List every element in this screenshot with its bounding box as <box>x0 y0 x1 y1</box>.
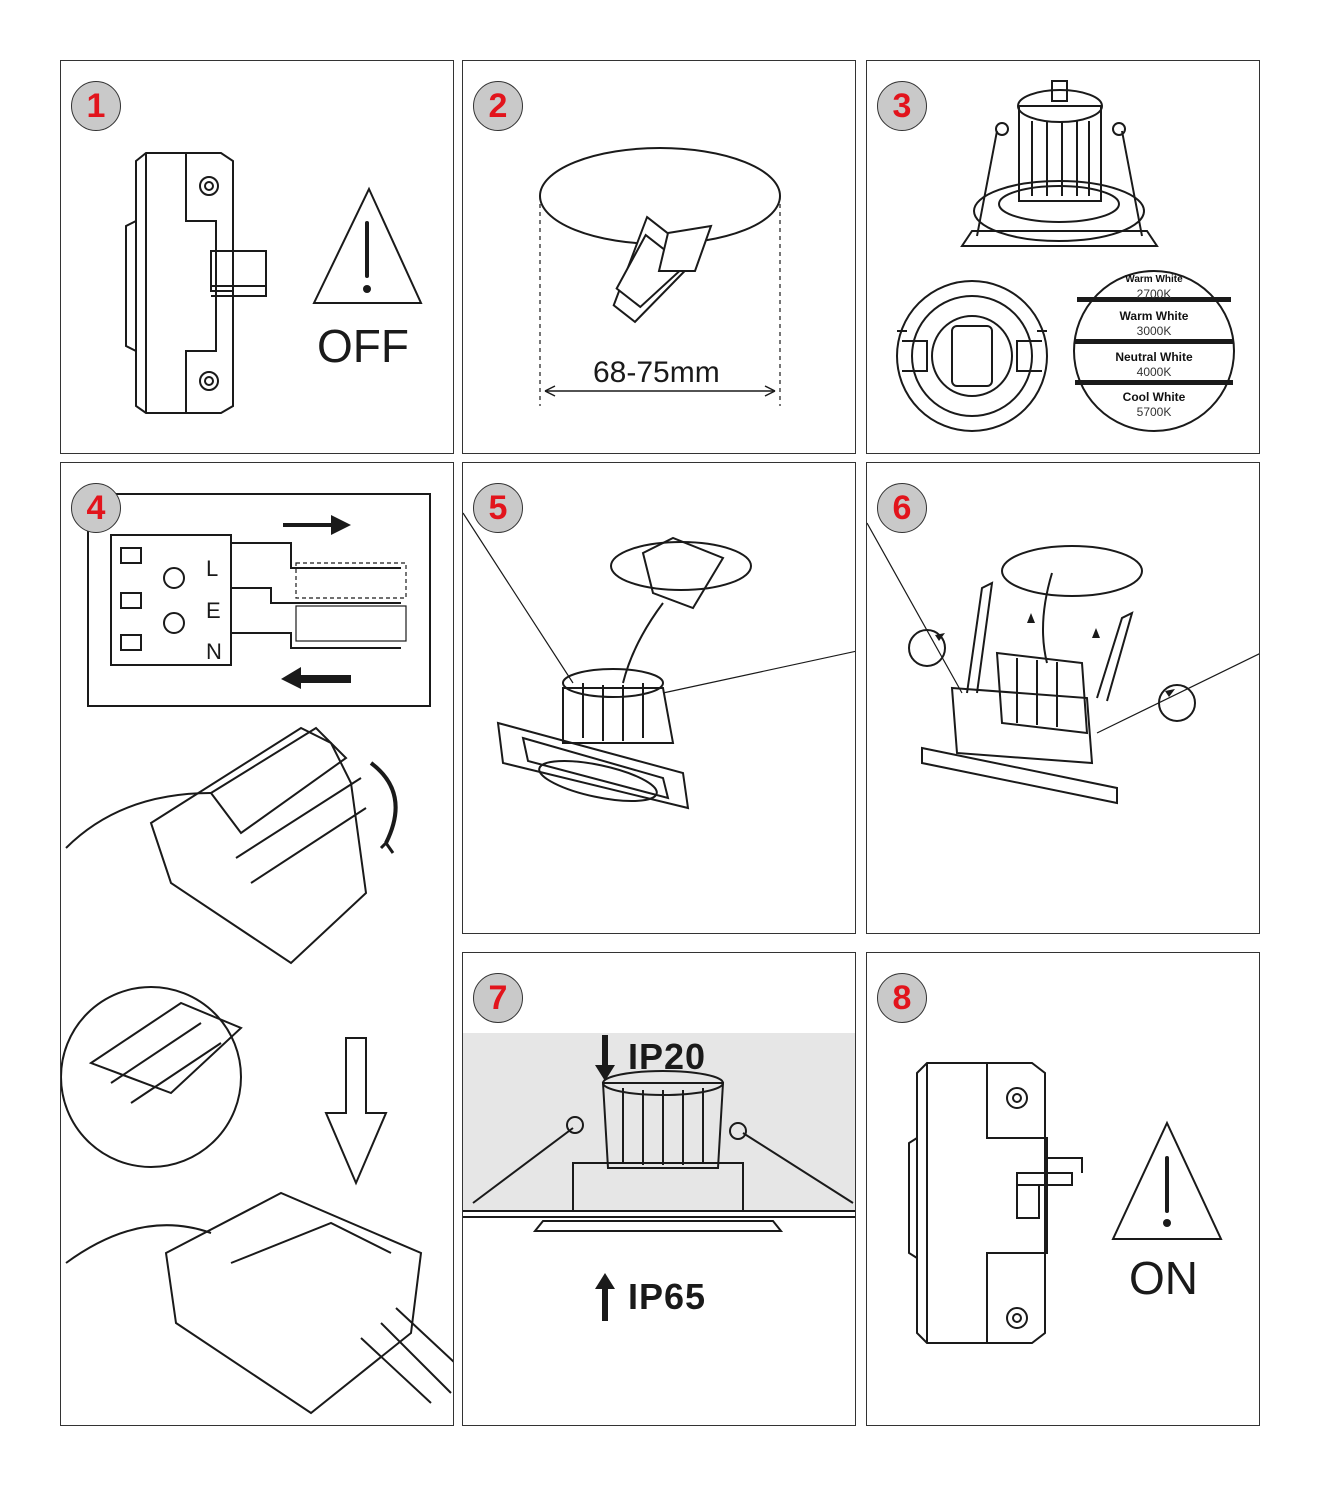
step-2-panel: 2 68-75mm <box>462 60 856 454</box>
step-7-number: 7 <box>488 979 508 1017</box>
circuit-breaker-icon <box>908 1062 1083 1344</box>
step-8-panel: 8 ON <box>866 952 1260 1426</box>
step-7-panel: 7 IP20 IP65 <box>462 952 856 1426</box>
cutout-diagram <box>539 147 781 406</box>
downlight-spring-clips <box>867 522 1259 805</box>
step-4-badge: 4 <box>71 483 121 533</box>
step-3-panel: 3 Warm White 2700K <box>866 60 1260 454</box>
color-option-1-temp: 2700K <box>1136 287 1172 301</box>
arrow-down-icon <box>595 1035 615 1081</box>
color-option-4-name: Cool White <box>1122 390 1186 404</box>
on-label: ON <box>1129 1252 1198 1304</box>
ip20-label: IP20 <box>628 1036 707 1077</box>
step-2-badge: 2 <box>473 81 523 131</box>
step-8-number: 8 <box>892 979 912 1017</box>
terminal-letter-n: N <box>206 639 222 664</box>
step-3-badge: 3 <box>877 81 927 131</box>
color-option-3-temp: 4000K <box>1136 365 1172 379</box>
off-label: OFF <box>317 320 409 372</box>
step-6-panel: 6 <box>866 462 1260 934</box>
step-6-number: 6 <box>892 489 912 527</box>
arrow-up-icon <box>595 1273 615 1321</box>
arrow-down-icon <box>324 1037 388 1186</box>
step-7-badge: 7 <box>473 973 523 1023</box>
arrow-left-icon <box>281 667 351 689</box>
color-option-1-name: Warm White <box>1125 274 1183 285</box>
step-1-number: 1 <box>86 87 106 125</box>
step-2-number: 2 <box>488 87 508 125</box>
step-5-number: 5 <box>488 489 508 527</box>
step-3-number: 3 <box>892 87 912 125</box>
circuit-breaker-icon <box>125 152 267 414</box>
color-option-2-temp: 3000K <box>1136 324 1172 338</box>
rear-view-unit <box>896 270 1235 432</box>
step-4-number: 4 <box>86 489 106 527</box>
wiring-diagram <box>87 493 431 707</box>
warning-triangle-icon <box>1111 1120 1223 1240</box>
step-1-panel: 1 OFF <box>60 60 454 454</box>
saw-icon <box>612 215 713 324</box>
color-options-disc <box>1073 270 1235 432</box>
step-4-panel: 4 L E N <box>60 462 454 1426</box>
terminal-letter-e: E <box>206 598 221 623</box>
terminal-letter-l: L <box>206 556 219 581</box>
color-option-2-name: Warm White <box>1119 309 1189 323</box>
arrow-right-icon <box>283 515 351 535</box>
warning-triangle-icon <box>312 186 423 304</box>
step-8-badge: 8 <box>877 973 927 1023</box>
rotate-icon <box>369 761 398 854</box>
cutout-dimension: 68-75mm <box>593 356 720 389</box>
color-option-4-temp: 5700K <box>1136 405 1172 419</box>
step-6-badge: 6 <box>877 483 927 533</box>
connector-box-illustrations <box>61 726 453 1415</box>
step-5-badge: 5 <box>473 483 523 533</box>
downlight-insertion <box>463 512 855 810</box>
ip-rating-diagram <box>463 1033 855 1321</box>
downlight-unit <box>960 80 1159 247</box>
step-1-badge: 1 <box>71 81 121 131</box>
color-option-3-name: Neutral White <box>1115 350 1193 364</box>
ip65-label: IP65 <box>628 1276 707 1317</box>
step-5-panel: 5 <box>462 462 856 934</box>
